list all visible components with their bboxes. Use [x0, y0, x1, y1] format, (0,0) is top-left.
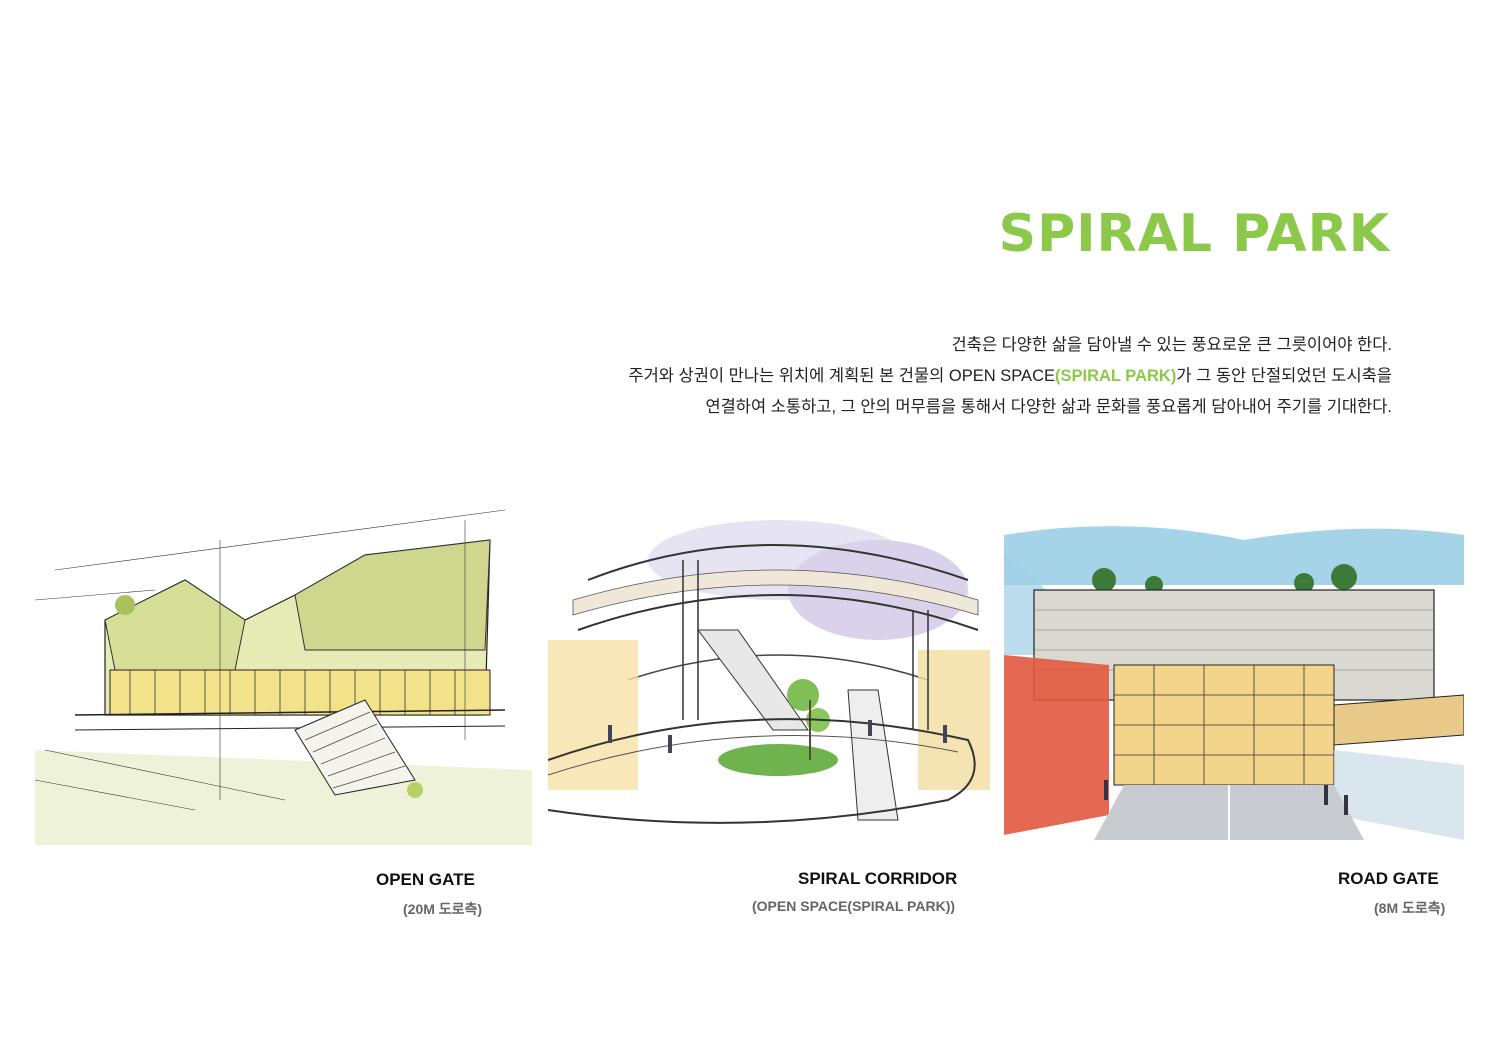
caption-spiral-corridor-sub: (OPEN SPACE(SPIRAL PARK)) — [752, 898, 956, 914]
description-line-2: 주거와 상권이 만나는 위치에 계획된 본 건물의 OPEN SPACE(SPI… — [628, 361, 1392, 392]
description-line-1: 건축은 다양한 삶을 담아낼 수 있는 풍요로운 큰 그릇이어야 한다. — [951, 336, 1392, 354]
page-title: SPIRAL PARK — [998, 204, 1390, 264]
caption-spiral-corridor: SPIRAL CORRIDOR — [798, 869, 958, 888]
caption-open-gate-sub: (20M 도로측) — [403, 901, 483, 917]
description-highlight: (SPIRAL PARK) — [1055, 367, 1177, 385]
sketch-spiral-corridor — [548, 520, 990, 836]
description-line-2-end: 가 그 동안 단절되었던 도시축을 — [1176, 367, 1392, 385]
caption-road-gate-sub: (8M 도로측) — [1374, 900, 1446, 916]
sketch-open-gate — [35, 500, 532, 845]
sketch-road-gate — [1004, 515, 1464, 840]
description-line-3: 연결하여 소통하고, 그 안의 머무름을 통해서 다양한 삶과 문화를 풍요롭게… — [705, 398, 1392, 416]
description-line-2-start: 주거와 상권이 만나는 위치에 계획된 본 건물의 OPEN SPACE — [628, 367, 1055, 385]
caption-road-gate: ROAD GATE — [1338, 869, 1439, 888]
description: 건축은 다양한 삶을 담아낼 수 있는 풍요로운 큰 그릇이어야 한다. 주거와… — [628, 330, 1392, 423]
caption-open-gate: OPEN GATE — [376, 870, 475, 889]
